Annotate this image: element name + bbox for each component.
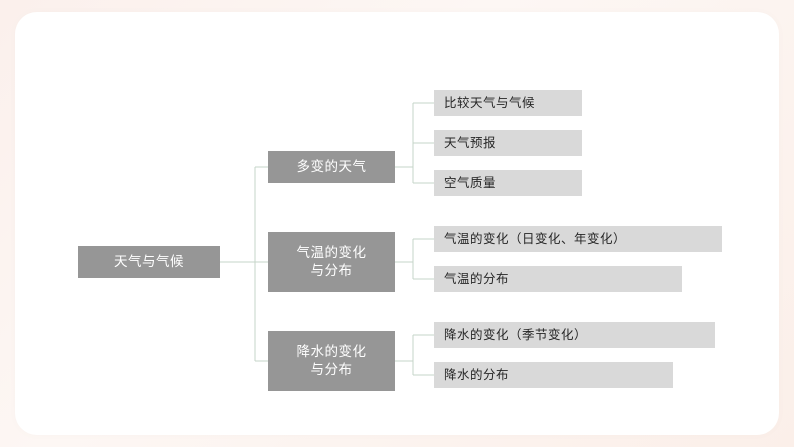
leaf-node-qiwen-de-bianhua[interactable]: 气温的变化（日变化、年变化）	[434, 226, 722, 252]
branch-node-duobian-de-tianqi[interactable]: 多变的天气	[268, 151, 395, 183]
branch-node-qiwen-bianhua-fenbu[interactable]: 气温的变化 与分布	[268, 232, 395, 292]
leaf-node-kongqi-zhiliang[interactable]: 空气质量	[434, 170, 582, 196]
root-node[interactable]: 天气与气候	[78, 246, 220, 278]
leaf-node-jiangshui-de-fenbu[interactable]: 降水的分布	[434, 362, 673, 388]
leaf-node-qiwen-de-fenbu[interactable]: 气温的分布	[434, 266, 682, 292]
leaf-node-jiangshui-de-bianhua[interactable]: 降水的变化（季节变化）	[434, 322, 715, 348]
leaf-node-tianqi-yubao[interactable]: 天气预报	[434, 130, 582, 156]
leaf-node-bijiao-tianqi-yu-qihou[interactable]: 比较天气与气候	[434, 90, 582, 116]
branch-node-jiangshui-bianhua-fenbu[interactable]: 降水的变化 与分布	[268, 331, 395, 391]
